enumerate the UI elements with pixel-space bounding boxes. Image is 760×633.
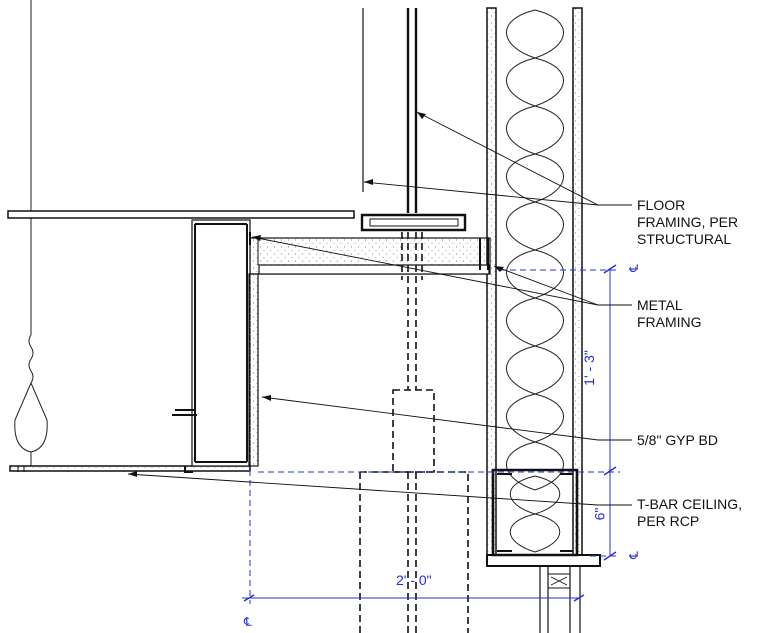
callout-t-bar-ceiling-line1: T-BAR CEILING, [637, 496, 743, 512]
callout-metal-framing-line2: FRAMING [637, 314, 702, 330]
centerline-symbol-left: ℄ [244, 615, 252, 629]
centerline-symbol-top: ℄ [626, 264, 641, 272]
callout-floor-framing-line3: STRUCTURAL [637, 231, 732, 247]
callout-gyp-bd: 5/8" GYP BD [637, 432, 718, 449]
window-head-framing [491, 468, 581, 633]
callout-metal-framing: METAL FRAMING [637, 297, 702, 331]
callout-t-bar-ceiling-line2: PER RCP [637, 513, 700, 529]
callout-metal-framing-line1: METAL [637, 297, 683, 313]
leader-arrowheads [128, 112, 504, 477]
callout-floor-framing-line1: FLOOR [637, 197, 686, 213]
t-bar-ceiling [9, 465, 251, 473]
floor-deck-slab [7, 210, 355, 219]
floor-framing-beam [360, 8, 467, 232]
soffit-metal-framing [172, 219, 491, 467]
hidden-column-below [359, 232, 469, 633]
callout-floor-framing-line2: FRAMING, PER [637, 214, 739, 230]
dimension-horizontal: 2' - 0" [396, 572, 432, 588]
callout-leader-lines [127, 111, 632, 506]
dimension-vertical-upper: 1' - 3" [580, 350, 597, 386]
insulation-loops-upper [506, 9, 564, 491]
exterior-wall [486, 7, 601, 567]
batt-insulation [506, 9, 564, 553]
callout-gyp-bd-line1: 5/8" GYP BD [637, 432, 718, 448]
callout-floor-framing: FLOOR FRAMING, PER STRUCTURAL [637, 197, 738, 248]
pendant-light-fixture [14, 0, 48, 466]
centerline-symbol-bottom: ℄ [626, 551, 641, 559]
dimension-vertical-lower: 6" [591, 507, 608, 521]
insulation-loops-lower [509, 475, 561, 553]
callout-t-bar-ceiling: T-BAR CEILING, PER RCP [637, 496, 742, 530]
dimension-lines [242, 264, 620, 604]
